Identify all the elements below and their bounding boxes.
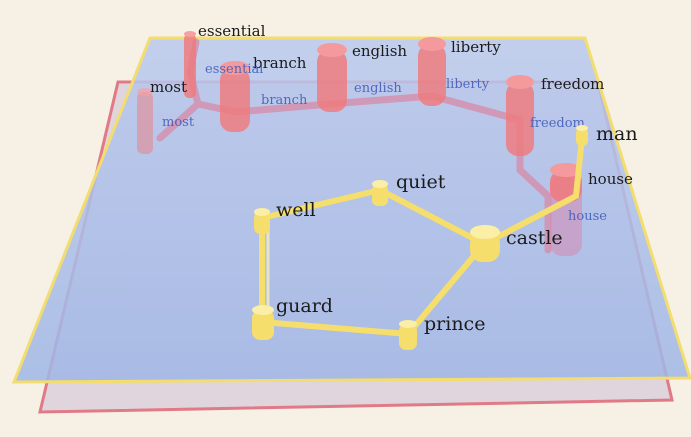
red-under-label-freedom: freedom	[530, 116, 585, 131]
red-node-branch	[220, 61, 250, 132]
yellow-edge-castle-man	[481, 135, 585, 247]
yellow-label-quiet: quiet	[396, 171, 446, 193]
yellow-label-man: man	[596, 123, 638, 145]
yellow-node-castle	[470, 225, 500, 262]
red-label-liberty: liberty	[451, 38, 501, 56]
yellow-node-prince	[399, 320, 417, 350]
red-under-label-liberty: liberty	[446, 77, 490, 92]
yellow-label-well: well	[276, 199, 316, 221]
red-label-branch: branch	[253, 54, 307, 72]
yellow-graph-edges	[259, 135, 585, 338]
yellow-label-guard: guard	[276, 295, 333, 317]
red-node-liberty	[418, 37, 446, 106]
yellow-node-guard	[252, 305, 274, 340]
red-label-most: most	[150, 78, 187, 96]
red-node-most	[137, 88, 153, 154]
red-node-essential	[184, 31, 196, 98]
red-under-label-branch: branch	[261, 93, 308, 108]
yellow-node-well	[254, 208, 270, 234]
red-label-english: english	[352, 42, 407, 60]
yellow-node-man	[576, 125, 588, 146]
yellow-label-prince: prince	[424, 313, 485, 335]
red-label-essential: essential	[198, 22, 266, 40]
red-under-label-essential: essential	[205, 62, 263, 77]
red-label-freedom: freedom	[541, 75, 604, 93]
red-under-label-english: english	[354, 81, 402, 96]
red-under-label-most: most	[162, 115, 195, 130]
red-node-freedom	[506, 75, 534, 156]
yellow-node-quiet	[372, 180, 388, 206]
red-label-house: house	[588, 170, 633, 188]
yellow-edge-loop	[259, 186, 489, 338]
red-node-english	[317, 43, 347, 112]
yellow-label-castle: castle	[506, 227, 563, 249]
red-under-label-house: house	[568, 209, 607, 224]
